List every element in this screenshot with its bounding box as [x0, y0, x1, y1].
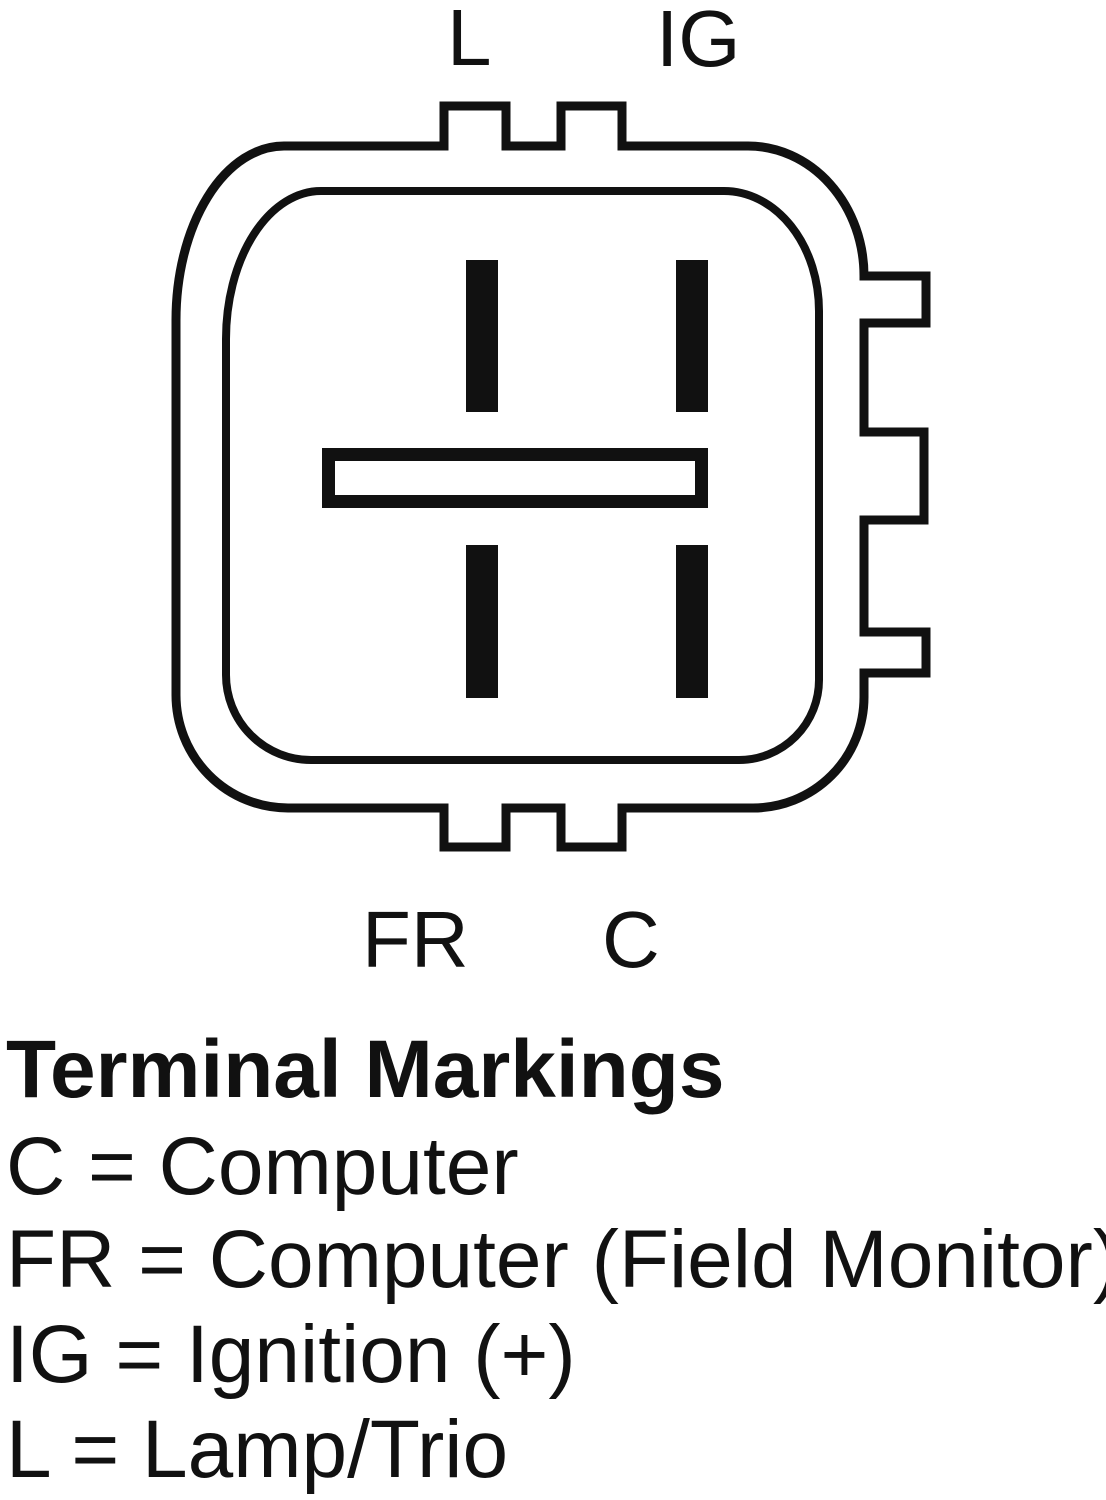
pin-top-left	[466, 260, 498, 412]
terminal-label-ig: IG	[656, 0, 740, 83]
connector-inner-outline	[222, 187, 823, 764]
terminal-label-l: L	[447, 0, 492, 82]
terminal-label-fr: FR	[362, 895, 469, 984]
connector-outer-outline	[171, 101, 931, 852]
legend-item: FR = Computer (Field Monitor)	[6, 1214, 1106, 1305]
legend-item: L = Lamp/Trio	[6, 1404, 509, 1495]
terminal-label-c: C	[602, 895, 660, 984]
pin-bottom-right	[676, 545, 708, 698]
center-key-slot	[322, 448, 708, 508]
pin-bottom-left	[466, 545, 498, 698]
legend-item: IG = Ignition (+)	[6, 1309, 576, 1400]
legend-item: C = Computer	[6, 1121, 519, 1212]
pin-top-right	[676, 260, 708, 412]
legend-title: Terminal Markings	[6, 1024, 725, 1115]
